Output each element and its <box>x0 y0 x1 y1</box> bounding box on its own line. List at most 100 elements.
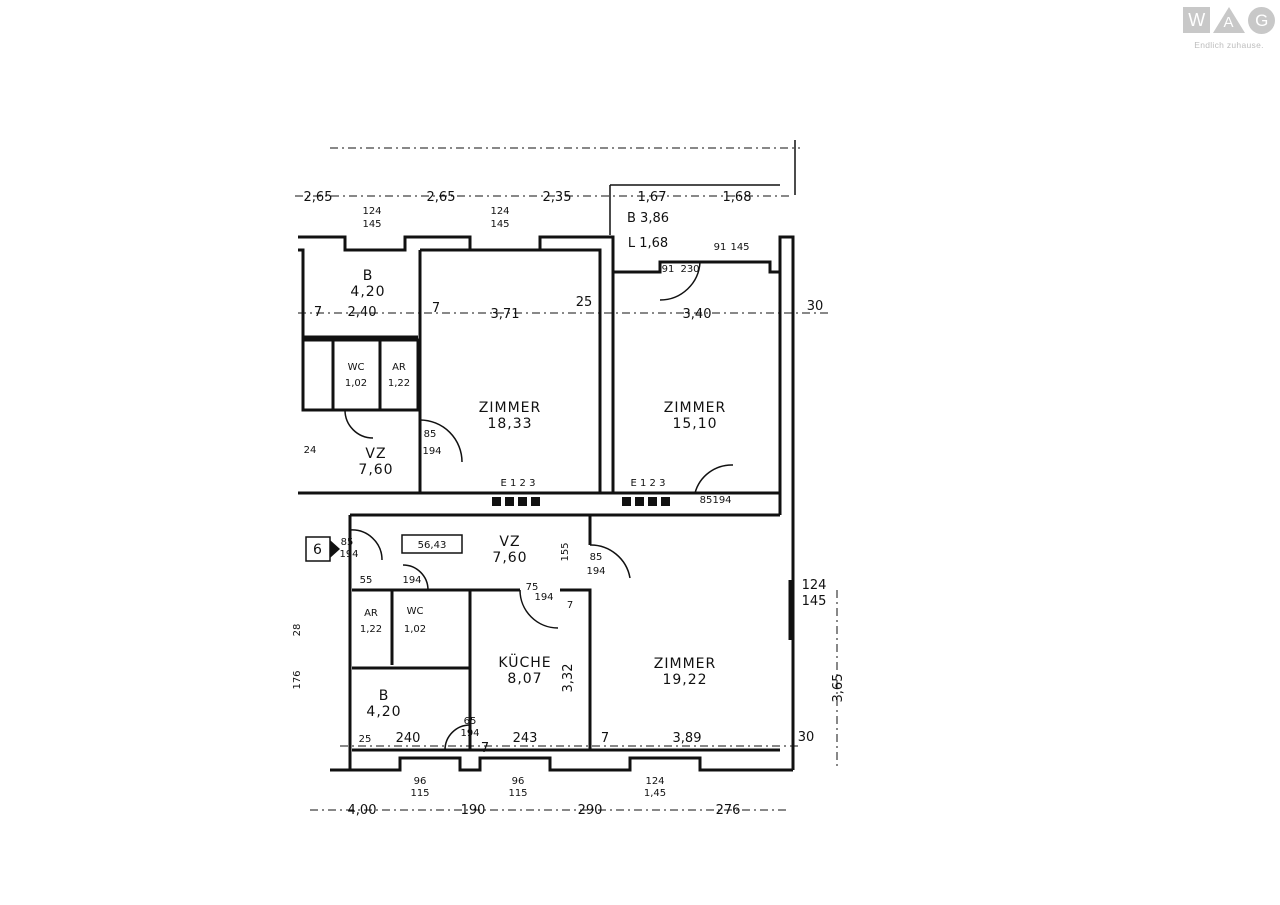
room-area: 8,07 <box>507 671 542 687</box>
dimension-lines <box>295 140 838 811</box>
door-label: 75 <box>526 582 539 593</box>
door-label: 65 <box>464 716 477 727</box>
dim-vertical: 7 <box>567 600 573 611</box>
dim-bottom: 276 <box>716 803 741 818</box>
window-label: 1,45 <box>644 788 666 799</box>
door-label: 194 <box>712 495 731 506</box>
dim-inner: 3,71 <box>491 307 520 322</box>
radiator-label: E 1 2 3 <box>631 478 666 489</box>
dim-bottom: 290 <box>578 803 603 818</box>
dim-inner: 7 <box>314 305 322 320</box>
logo-claim: Endlich zuhause. <box>1194 40 1264 50</box>
dim-inner: 243 <box>513 731 538 746</box>
room-name: WC <box>348 362 365 373</box>
dim-right: 30 <box>798 730 815 745</box>
partial-label: 28 <box>292 624 303 637</box>
room-name: WC <box>407 606 424 617</box>
room-name: ZIMMER <box>664 400 726 416</box>
door-label: 91 <box>662 264 675 275</box>
door-label: 85 <box>341 537 354 548</box>
dim-inner: 7 <box>601 731 609 746</box>
dim-inner: 25 <box>576 295 593 310</box>
partial-label: 176 <box>292 670 303 689</box>
door-label: 55 <box>360 575 373 586</box>
dim-inner: 2,40 <box>348 305 377 320</box>
total-area: 56,43 <box>418 540 447 551</box>
room-area: 1,22 <box>360 624 382 635</box>
door-label: 194 <box>339 549 358 560</box>
window-label: 115 <box>410 788 429 799</box>
dim-top-2: 2,65 <box>427 190 456 205</box>
dim-bottom: 190 <box>461 803 486 818</box>
room-name: ZIMMER <box>654 656 716 672</box>
dim-vertical: 155 <box>560 542 571 561</box>
door-label: 194 <box>460 728 479 739</box>
dim-inner: 3,89 <box>673 731 702 746</box>
dim-bottom: 4,00 <box>348 803 377 818</box>
room-area: 4,20 <box>350 284 385 300</box>
dim-inner: 25 <box>359 734 372 745</box>
door-label: 194 <box>402 575 421 586</box>
radiator-label: E 1 2 3 <box>501 478 536 489</box>
balcony-area: B 3,86 <box>627 211 669 226</box>
window-label: 124 <box>490 206 509 217</box>
wag-logo: W A G Endlich zuhause. <box>1183 7 1275 50</box>
dim-inner: 7 <box>432 301 440 316</box>
room-name: VZ <box>365 446 386 462</box>
room-name: VZ <box>499 534 520 550</box>
dim-right: 3,65 <box>831 674 846 703</box>
dim-top-4: 1,67 <box>638 190 667 205</box>
room-name: B <box>379 688 390 704</box>
dim-top-1: 2,65 <box>304 190 333 205</box>
room-area: 18,33 <box>487 416 532 432</box>
room-name: KÜCHE <box>498 653 551 671</box>
room-area: 4,20 <box>366 704 401 720</box>
total-area-box <box>401 534 463 554</box>
door-label: 194 <box>422 446 441 457</box>
dim-top-3: 2,35 <box>543 190 572 205</box>
room-area: 1,02 <box>345 378 367 389</box>
room-name: AR <box>364 608 378 619</box>
door-label: 194 <box>586 566 605 577</box>
window-label: 91 <box>714 242 727 253</box>
logo-a: A <box>1213 7 1246 33</box>
room-area: 15,10 <box>672 416 717 432</box>
room-name: B <box>363 268 374 284</box>
dim-inner: 3,40 <box>683 307 712 322</box>
loggia-area: L 1,68 <box>628 236 668 251</box>
walls <box>298 235 795 772</box>
entrance-arrow-icon <box>330 540 340 558</box>
door-swings <box>344 261 734 751</box>
door-label: 85 <box>590 552 603 563</box>
room-area: 1,02 <box>404 624 426 635</box>
dim-vertical: 3,32 <box>561 664 576 693</box>
radiators <box>492 497 670 506</box>
door-label: 85 <box>700 495 713 506</box>
room-area: 7,60 <box>358 462 393 478</box>
window-label: 96 <box>512 776 525 787</box>
apartment-number: 6 <box>313 542 323 558</box>
logo-w: W <box>1183 7 1211 33</box>
room-name: AR <box>392 362 406 373</box>
room-area: 19,22 <box>662 672 707 688</box>
window-label: 145 <box>490 219 509 230</box>
dim-right: 124 <box>802 578 827 593</box>
door-label: 85 <box>424 429 437 440</box>
dim-inner: 7 <box>481 741 489 756</box>
dim-right: 30 <box>807 299 824 314</box>
window-label: 115 <box>508 788 527 799</box>
room-area: 7,60 <box>492 550 527 566</box>
window-label: 96 <box>414 776 427 787</box>
window-label: 124 <box>362 206 381 217</box>
dim-right: 145 <box>802 594 827 609</box>
dim-top-5: 1,68 <box>723 190 752 205</box>
partial-label: 24 <box>304 445 317 456</box>
dim-inner: 240 <box>396 731 421 746</box>
room-area: 1,22 <box>388 378 410 389</box>
window-label: 145 <box>730 242 749 253</box>
room-name: ZIMMER <box>479 400 541 416</box>
door-label: 194 <box>534 592 553 603</box>
door-label: 230 <box>680 264 699 275</box>
logo-g: G <box>1248 7 1275 34</box>
